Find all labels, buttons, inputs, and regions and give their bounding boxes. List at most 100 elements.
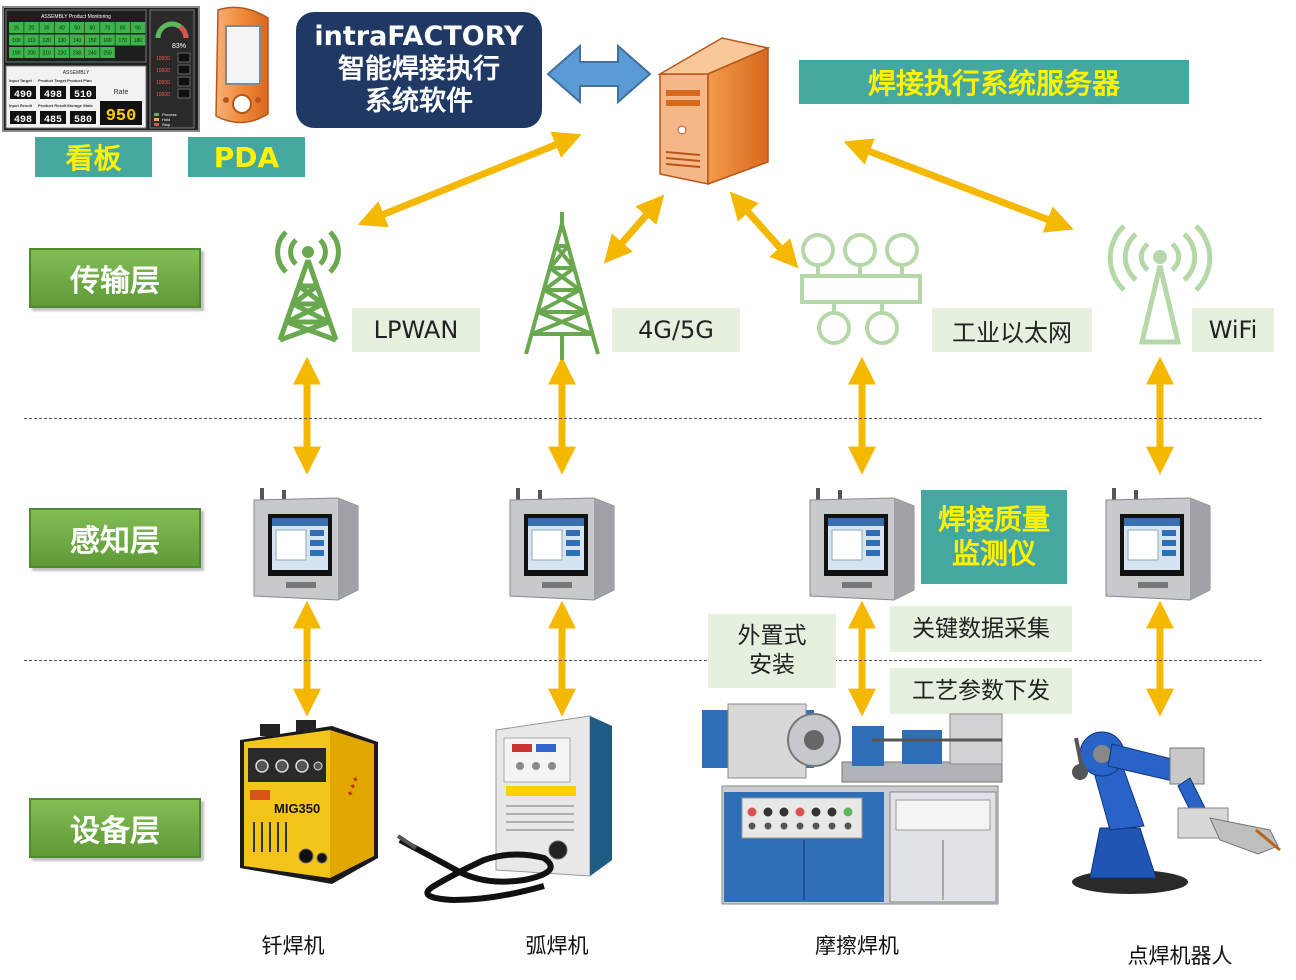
monitor-device-1 [250,486,362,602]
pda-label: PDA [188,137,305,177]
grid-cell-value: 140 [73,38,82,44]
control-button [763,807,773,817]
side-value-box [177,88,191,99]
grid-cell [9,22,24,33]
side-value: 10000 [156,80,170,86]
machine-label-friction: 摩擦焊机 [815,934,899,958]
control-button [795,807,805,817]
grid-cell-value: 220 [58,51,67,57]
software-box: intraFACTORY 智能焊接执行 系统软件 [296,12,542,128]
grid-cell-value: 150 [88,38,97,44]
grid-cell-value: 160 [103,38,112,44]
storage-state-value: 580 [74,115,92,126]
input-result-label: Input Result [9,103,33,108]
machine-label-brazing: 钎焊机 [261,934,325,958]
control-knob [748,822,756,830]
network-label-wifi: WiFi [1192,308,1274,352]
monitor-device-3 [806,486,918,602]
grid-cell-value: 110 [28,38,36,44]
control-button [811,807,821,817]
legend-stop: Stop [162,122,171,127]
grid-cell [100,47,115,58]
dashboard-subtitle: ASSEMBLY [63,70,90,76]
arc-welder-image [396,715,612,904]
server-icon [657,37,771,186]
board-label: 看板 [35,137,152,177]
grid-cell [85,47,100,58]
input-target-label: Input Target [9,78,32,83]
control-knob [796,822,804,830]
brazing-welder-brand: MIG350 [274,801,320,816]
control-knob [764,822,772,830]
grid-cell-value: 250 [103,51,112,57]
layer-device-label: 设备层 [29,798,201,858]
layer-perception-label: 感知层 [29,508,201,568]
software-subtitle-line1: 智能焊接执行 [338,53,500,85]
side-value: 10000 [156,56,170,62]
external-install-line1: 外置式 [737,623,807,650]
side-value-box [177,76,191,87]
param-send-note: 工艺参数下发 [890,668,1072,714]
grid-cell [130,22,146,33]
grid-cell [85,34,100,46]
wifi-antenna-icon [1107,224,1213,345]
grid-cell [24,22,39,33]
network-label-4g5g: 4G/5G [612,308,740,352]
grid-cell [85,22,100,33]
control-button [779,807,789,817]
grid-cell-value: 80 [120,26,126,32]
grid-cell [100,34,115,46]
grid-cell [115,34,130,46]
brazing-welder-image: MIG350 ✦✦✦ [240,720,378,884]
input-result-value: 498 [14,115,32,126]
cell-tower-icon [524,212,600,360]
legend-process: Process [162,112,176,117]
grid-cell-value: 200 [27,51,36,57]
input-target-value: 490 [14,90,32,101]
grid-cell-value: 30 [44,26,50,32]
grid-cell [54,47,70,58]
grid-cell-value: 100 [12,38,21,44]
side-value-box [177,64,191,75]
pda-device-icon [215,6,269,124]
separator-line-2 [24,660,1262,661]
product-result-label: Product Result [38,103,67,108]
grid-cell [54,34,70,46]
data-collect-note: 关键数据采集 [890,606,1072,652]
side-value-box [177,52,191,63]
product-target-value: 498 [44,90,62,101]
rate-label: Rate [114,89,129,96]
control-button [747,807,757,817]
gauge-value: 83% [172,43,186,50]
product-target-label: Product Target [38,78,67,83]
blue-double-arrow-icon [546,43,652,105]
control-knob [844,822,852,830]
external-install-line2: 安装 [749,652,795,678]
grid-cell [39,47,54,58]
side-value: 10000 [156,68,170,74]
layer-transport-label: 传输层 [29,248,201,308]
storage-state-label: Storage State [67,103,94,108]
arrow-server-lpwan [357,131,582,228]
grid-cell [9,47,24,58]
grid-cell-value: 210 [43,51,52,57]
monitor-label-line1: 焊接质量 [937,503,1050,537]
grid-cell-value: 230 [73,51,82,57]
grid-cell [9,34,24,46]
software-title: intraFACTORY [314,21,524,53]
server-label: 焊接执行系统服务器 [799,60,1189,104]
grid-cell-value: 50 [74,26,80,32]
grid-cell-value: 60 [90,26,96,32]
grid-cell-value: 40 [59,26,65,32]
separator-line-1 [24,418,1262,419]
software-subtitle-line2: 系统软件 [365,86,473,118]
grid-cell-value: 15 [14,26,20,32]
friction-welder-image [702,703,1003,905]
grid-cell [24,47,39,58]
grid-cell-value: 20 [29,26,35,32]
arrow-server-ethernet [729,191,799,269]
grid-cell-value: 120 [43,38,52,44]
grid-cell [69,34,85,46]
product-plan-label: Product Plan [67,78,92,83]
